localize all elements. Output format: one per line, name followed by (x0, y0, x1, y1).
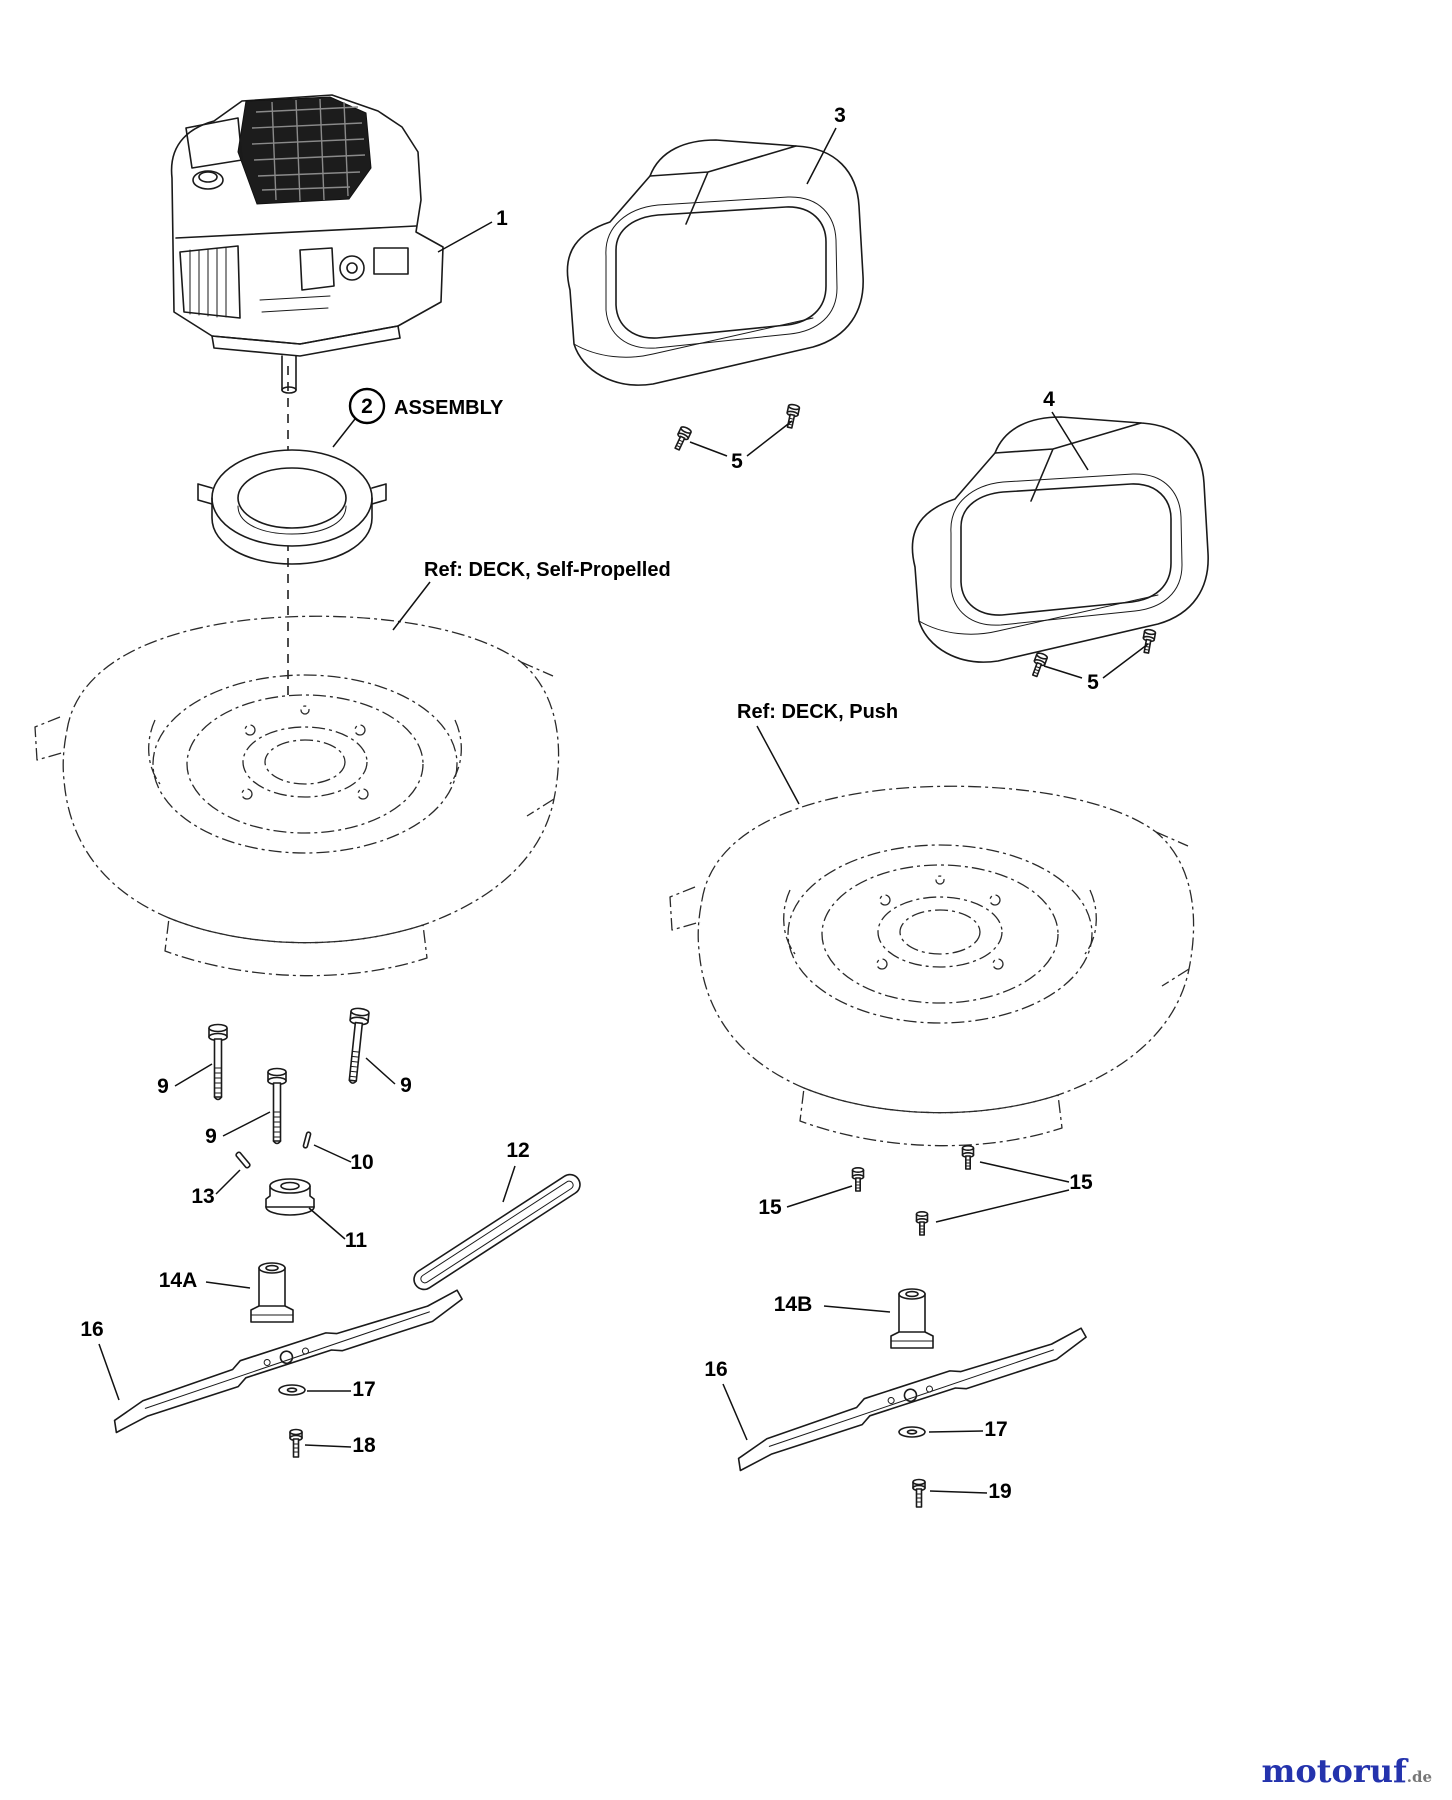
engine-bolt-drawing (267, 1067, 287, 1145)
pin-drawing (302, 1131, 312, 1149)
grommet-drawing (265, 1178, 315, 1216)
deck-screw-drawing (961, 1145, 975, 1170)
part-label-4: 4 (1043, 388, 1055, 411)
part-label-11: 11 (345, 1229, 368, 1252)
watermark-tld: .de (1407, 1768, 1432, 1786)
engine-ring-drawing (197, 449, 387, 565)
belt-cover-3-drawing (566, 139, 864, 386)
part-label-16b: 16 (704, 1358, 727, 1381)
deck-self-propelled-drawing (34, 615, 560, 977)
part-label-1: 1 (496, 207, 508, 230)
part-label-3: 3 (834, 104, 846, 127)
part-label-17a: 17 (352, 1378, 375, 1401)
key-drawing (235, 1151, 251, 1169)
part-label-18: 18 (352, 1434, 376, 1457)
deck-push-drawing (669, 785, 1195, 1147)
part-label-9a: 9 (157, 1075, 169, 1098)
cover-screw-drawing (671, 424, 693, 453)
belt-cover-4-drawing (911, 416, 1209, 663)
washer-drawing (898, 1426, 926, 1438)
part-label-2: 2 (361, 395, 373, 418)
watermark-logo[interactable]: motoruf.de (1262, 1752, 1432, 1790)
part-label-19: 19 (988, 1480, 1011, 1503)
part-label-5b: 5 (1087, 671, 1099, 694)
part-label-12: 12 (506, 1139, 529, 1162)
part-label-13: 13 (191, 1185, 214, 1208)
ref-deck-self-propelled-label: Ref: DECK, Self-Propelled (424, 559, 671, 581)
part-label-9b: 9 (205, 1125, 217, 1148)
engine-bolt-drawing (342, 1006, 371, 1085)
cover-screw-drawing (1140, 628, 1157, 655)
part-label-10: 10 (350, 1151, 373, 1174)
cover-screw-drawing (1028, 651, 1049, 679)
assembly-circle (348, 387, 386, 425)
part-label-16a: 16 (80, 1318, 103, 1341)
blade-adapter-14a-drawing (250, 1262, 294, 1323)
watermark-brand: motoruf (1262, 1752, 1409, 1790)
part-label-14b: 14B (774, 1293, 813, 1316)
leader-lines (98, 127, 1149, 1494)
deck-screw-drawing (915, 1211, 929, 1236)
part-label-14a: 14A (159, 1269, 198, 1292)
assembly-label: ASSEMBLY (394, 397, 504, 419)
blade-bolt-drawing (912, 1478, 926, 1508)
washer-drawing (278, 1384, 306, 1396)
blade-adapter-14b-drawing (890, 1288, 934, 1349)
part-label-15b: 15 (1069, 1171, 1093, 1194)
part-label-9c: 9 (400, 1074, 412, 1097)
ref-deck-push-label: Ref: DECK, Push (737, 701, 898, 723)
blade-push-drawing (730, 1326, 1094, 1472)
deck-screw-drawing (851, 1167, 865, 1192)
engine-bolt-drawing (208, 1023, 228, 1101)
blade-bolt-drawing (289, 1428, 303, 1458)
drive-belt-drawing (413, 1173, 581, 1291)
part-label-17b: 17 (984, 1418, 1007, 1441)
engine-drawing (170, 94, 444, 394)
part-label-15a: 15 (758, 1196, 782, 1219)
part-label-5a: 5 (731, 450, 743, 473)
